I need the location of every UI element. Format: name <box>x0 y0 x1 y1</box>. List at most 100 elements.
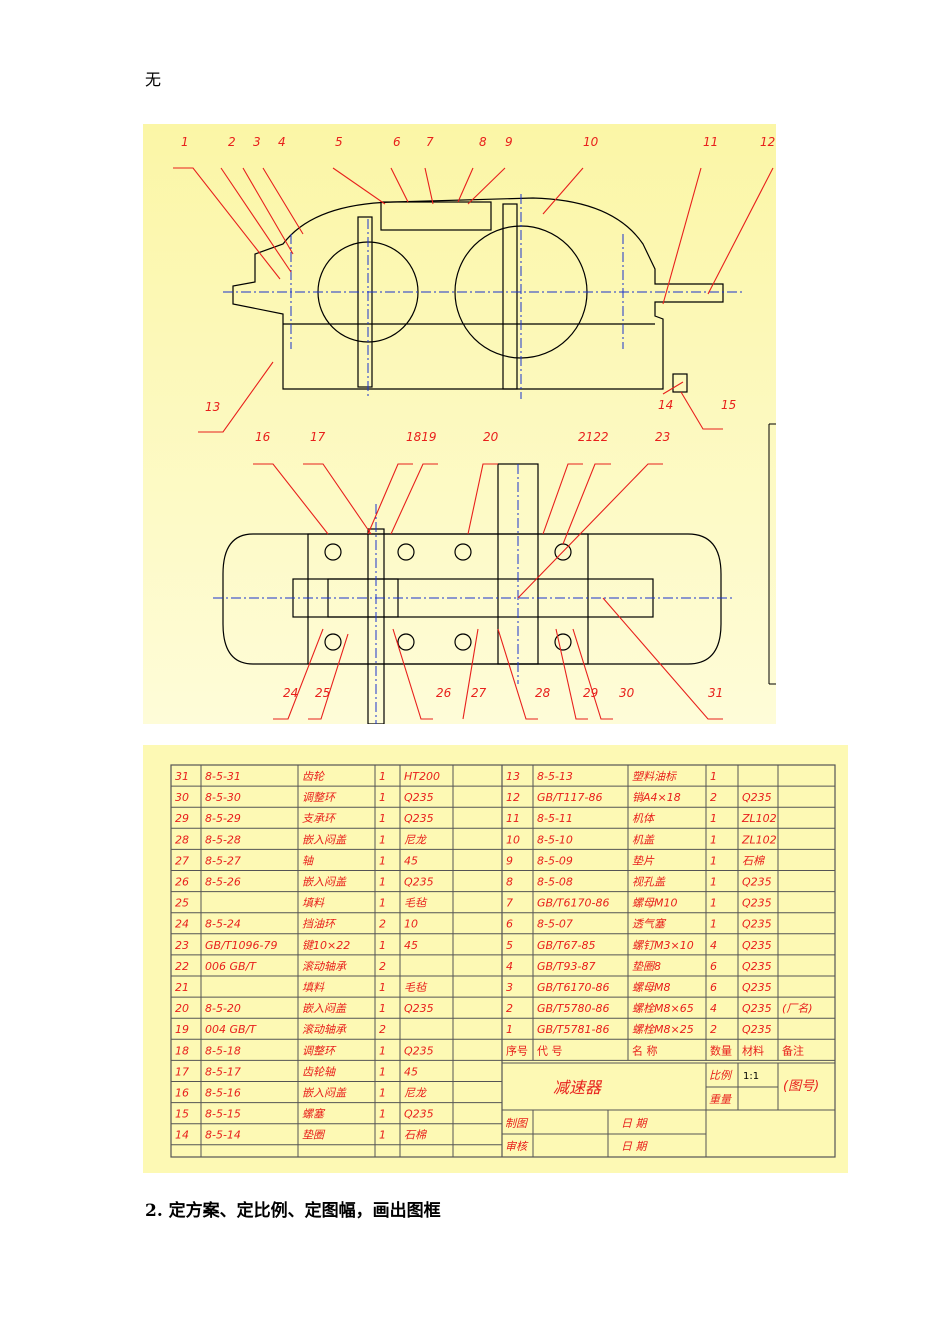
table-cell: 8-5-24 <box>205 918 241 931</box>
checked-label: 审核 <box>505 1140 529 1153</box>
table-cell: 嵌入闷盖 <box>302 833 347 846</box>
label-2: 2 <box>228 135 236 149</box>
table-cell: 2 <box>379 960 386 973</box>
table-cell: 1 <box>379 791 386 804</box>
label-15: 15 <box>721 398 736 412</box>
drawing-number: (图号) <box>783 1079 819 1094</box>
table-cell: 数量 <box>710 1044 732 1057</box>
table-cell: 1 <box>379 1065 386 1078</box>
table-cell: 1 <box>379 1108 386 1121</box>
table-cell: GB/T67-85 <box>537 939 595 952</box>
table-cell: 3 <box>506 981 513 994</box>
table-cell: 8-5-17 <box>205 1065 241 1078</box>
table-cell: 24 <box>175 918 189 931</box>
table-cell: 石棉 <box>404 1129 428 1142</box>
table-cell: 31 <box>175 770 189 783</box>
label-5: 5 <box>335 135 343 149</box>
table-cell: 石棉 <box>742 854 766 867</box>
table-cell: HT200 <box>404 770 440 783</box>
table-cell: GB/T1096-79 <box>205 939 277 952</box>
table-cell: 1 <box>379 1129 386 1142</box>
table-cell: 1 <box>379 981 386 994</box>
table-cell: 8-5-08 <box>537 876 573 889</box>
table-cell: 1 <box>710 812 717 825</box>
table-cell: 螺塞 <box>302 1108 326 1121</box>
table-cell: 11 <box>506 812 520 825</box>
table-cell: 1 <box>379 876 386 889</box>
table-cell: 28 <box>175 833 189 846</box>
table-cell: 1 <box>506 1023 513 1036</box>
table-cell: 19 <box>175 1023 189 1036</box>
label-7: 7 <box>426 135 434 149</box>
table-cell: 22 <box>175 960 189 973</box>
table-cell: 26 <box>175 876 189 889</box>
table-cell: 滚动轴承 <box>302 1023 347 1036</box>
table-cell: 10 <box>506 833 520 846</box>
table-cell: 4 <box>710 939 717 952</box>
drawn-label: 制图 <box>505 1117 529 1130</box>
table-cell: 机体 <box>632 812 656 825</box>
table-cell: 调整环 <box>302 1044 337 1057</box>
table-header-row: 序号代 号名 称数量材料备注 <box>502 1043 835 1061</box>
table-cell: 嵌入闷盖 <box>302 876 347 889</box>
label-27: 27 <box>471 686 487 700</box>
table-cell: 填料 <box>302 897 325 910</box>
table-cell: 17 <box>175 1065 189 1078</box>
table-cell: 1 <box>379 1002 386 1015</box>
top-note: 无 <box>145 70 162 89</box>
table-cell: 代 号 <box>537 1044 563 1057</box>
table-cell: 8-5-09 <box>537 854 573 867</box>
table-cell: 45 <box>404 1065 418 1078</box>
table-cell: Q235 <box>404 812 434 825</box>
table-cell: 1 <box>379 812 386 825</box>
table-cell: 轴 <box>302 854 314 867</box>
table-cell: 序号 <box>506 1043 528 1057</box>
table-cell: 螺母M10 <box>632 897 678 910</box>
table-cell: 30 <box>175 791 189 804</box>
table-cell: 螺母M8 <box>632 981 671 994</box>
table-cell: GB/T93-87 <box>537 960 595 973</box>
table-cell: 滚动轴承 <box>302 960 347 973</box>
ratio-value: 1:1 <box>743 1071 759 1082</box>
label-2122: 2122 <box>578 430 609 444</box>
table-cell: GB/T6170-86 <box>537 981 609 994</box>
checked-date-label: 日 期 <box>621 1140 648 1153</box>
label-8: 8 <box>479 135 487 149</box>
drawn-date-label: 日 期 <box>621 1117 648 1130</box>
table-cell: 45 <box>404 939 418 952</box>
label-13: 13 <box>205 400 220 414</box>
table-cell: Q235 <box>742 981 772 994</box>
table-cell: 9 <box>506 854 513 867</box>
label-10: 10 <box>583 135 599 149</box>
label-3: 3 <box>253 135 261 149</box>
table-cell: 2 <box>379 918 386 931</box>
table-cell: 1 <box>379 1087 386 1100</box>
table-cell: 8-5-20 <box>205 1002 241 1015</box>
table-cell: 螺栓M8×25 <box>632 1023 694 1036</box>
section-heading: 2. 定方案、定比例、定图幅，画出图框 <box>145 1201 441 1221</box>
label-16: 16 <box>255 430 271 444</box>
table-cell: GB/T5780-86 <box>537 1002 609 1015</box>
table-cell: Q235 <box>742 876 772 889</box>
table-cell: 毛毡 <box>404 897 428 910</box>
table-cell: 10 <box>404 918 418 931</box>
table-cell: Q235 <box>742 939 772 952</box>
table-cell: 名 称 <box>632 1043 658 1057</box>
label-14: 14 <box>658 398 673 412</box>
table-cell: 4 <box>710 1002 717 1015</box>
label-17: 17 <box>310 430 326 444</box>
table-cell: GB/T6170-86 <box>537 897 609 910</box>
table-cell: 1 <box>710 770 717 783</box>
table-cell: 垫圈8 <box>632 960 661 973</box>
ratio-label: 比例 <box>709 1069 733 1082</box>
